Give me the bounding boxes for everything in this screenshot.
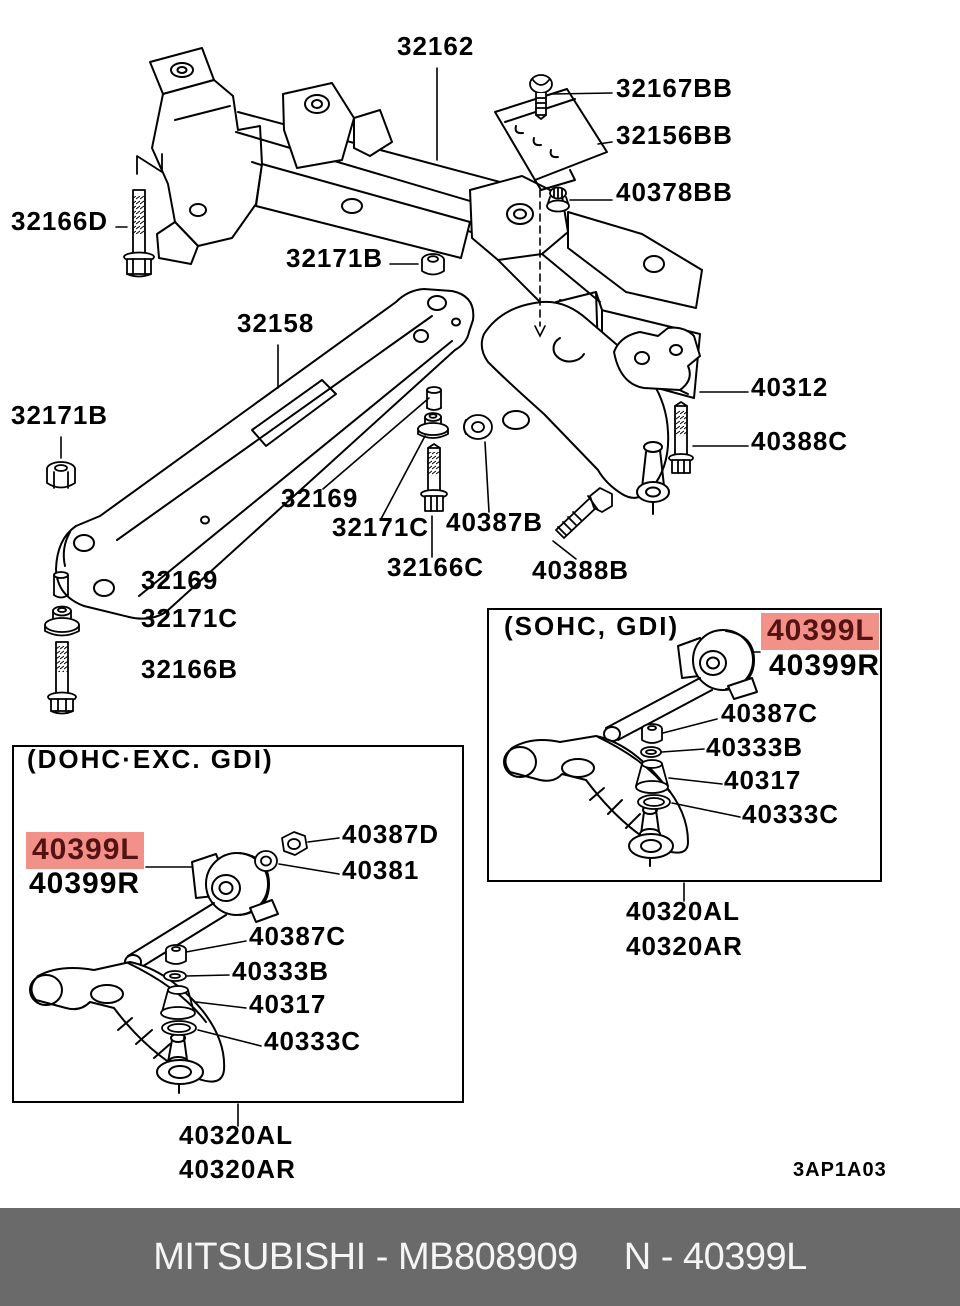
part-label-40387c-sohc: 40387C — [721, 698, 819, 728]
cover-plate-32156bb-drawing — [494, 88, 608, 191]
sohc-arm-drawing — [503, 629, 758, 867]
part-label-32169-mid: 32169 — [281, 483, 359, 513]
part-label-32169-left: 32169 — [141, 565, 219, 595]
sohc-inset-box — [487, 608, 882, 882]
part-label-40333b-sohc: 40333B — [706, 732, 804, 762]
part-label-40381: 40381 — [342, 855, 420, 885]
part-label-40317-dohc: 40317 — [249, 989, 327, 1019]
part-label-40387d: 40387D — [342, 819, 440, 849]
footer-banner: MITSUBISHI - MB808909 N - 40399L — [0, 1208, 960, 1306]
part-label-32171b-left: 32171B — [11, 400, 109, 430]
part-label-32171c-left: 32171C — [141, 603, 239, 633]
part-label-32156bb: 32156BB — [616, 120, 733, 150]
screw-32167bb-drawing — [529, 74, 553, 120]
grommet-40378bb-drawing — [546, 186, 570, 213]
position-mark — [136, 153, 163, 175]
part-label-40333b-dohc: 40333B — [232, 956, 330, 986]
part-label-40399r-dohc: 40399R — [29, 867, 141, 900]
dohc-leader-lines — [145, 837, 340, 1127]
spacer-32169-mid-drawing — [426, 386, 442, 411]
part-label-32167bb: 32167BB — [616, 73, 733, 103]
part-label-40388c: 40388C — [751, 426, 849, 456]
dohc-inset-box — [12, 745, 464, 1103]
part-label-40333c-dohc: 40333C — [264, 1026, 362, 1056]
sohc-hardware-drawing — [635, 723, 671, 810]
leader-lines — [60, 67, 749, 560]
sohc-header: (SOHC, GDI) — [504, 611, 680, 641]
bracket-40312-drawing — [613, 326, 701, 391]
nut-32171b-left-drawing — [46, 461, 76, 489]
part-label-32166d: 32166D — [11, 206, 109, 236]
crossmember-32158-drawing — [55, 288, 475, 620]
part-label-40387b: 40387B — [446, 507, 544, 537]
diagram-plate-code: 3AP1A03 — [793, 1159, 887, 1181]
nut-32171b-top-drawing — [421, 253, 445, 276]
highlighted-part-label-40399l-sohc[interactable]: 40399L — [761, 613, 879, 650]
sohc-leader-lines — [661, 651, 761, 902]
part-label-40320al-dohc: 40320AL — [179, 1120, 293, 1150]
footer-reference-number: N - 40399L — [623, 1235, 808, 1278]
highlighted-part-label-40399l-dohc[interactable]: 40399L — [26, 832, 144, 869]
bushing-32171c-left-drawing — [44, 605, 80, 637]
part-label-32171b-top: 32171B — [286, 243, 384, 273]
bolt-40388b-drawing — [555, 487, 613, 539]
bolt-32166b-drawing — [47, 641, 77, 715]
part-label-32158: 32158 — [237, 308, 315, 338]
bolt-32166c-drawing — [420, 443, 448, 512]
spacer-32169-left-drawing — [53, 571, 69, 599]
bolt-40388c-drawing — [668, 401, 694, 474]
part-label-40312: 40312 — [751, 372, 829, 402]
part-label-32162: 32162 — [397, 31, 475, 61]
bolt-32166d-drawing — [123, 189, 155, 278]
footer-brand-part-number: MITSUBISHI - MB808909 — [153, 1235, 578, 1278]
part-label-40320al-sohc: 40320AL — [626, 896, 740, 926]
part-label-32166c: 32166C — [387, 552, 485, 582]
part-label-40399r-sohc: 40399R — [769, 649, 881, 682]
dohc-hardware-drawing — [160, 831, 308, 1036]
bushing-40387b-drawing — [463, 414, 493, 440]
part-label-40387c-dohc: 40387C — [249, 921, 347, 951]
part-label-40333c-sohc: 40333C — [742, 799, 840, 829]
part-label-40388b: 40388B — [532, 555, 630, 585]
part-label-40320ar-sohc: 40320AR — [626, 931, 743, 961]
part-label-40320ar-dohc: 40320AR — [179, 1154, 296, 1184]
bushing-32171c-mid-drawing — [417, 412, 449, 439]
part-label-32171c-mid: 32171C — [332, 512, 430, 542]
part-label-40317-sohc: 40317 — [724, 765, 802, 795]
part-label-40378bb: 40378BB — [616, 177, 733, 207]
part-label-32166b: 32166B — [141, 654, 239, 684]
dohc-header: (DOHC·EXC. GDI) — [27, 744, 274, 774]
